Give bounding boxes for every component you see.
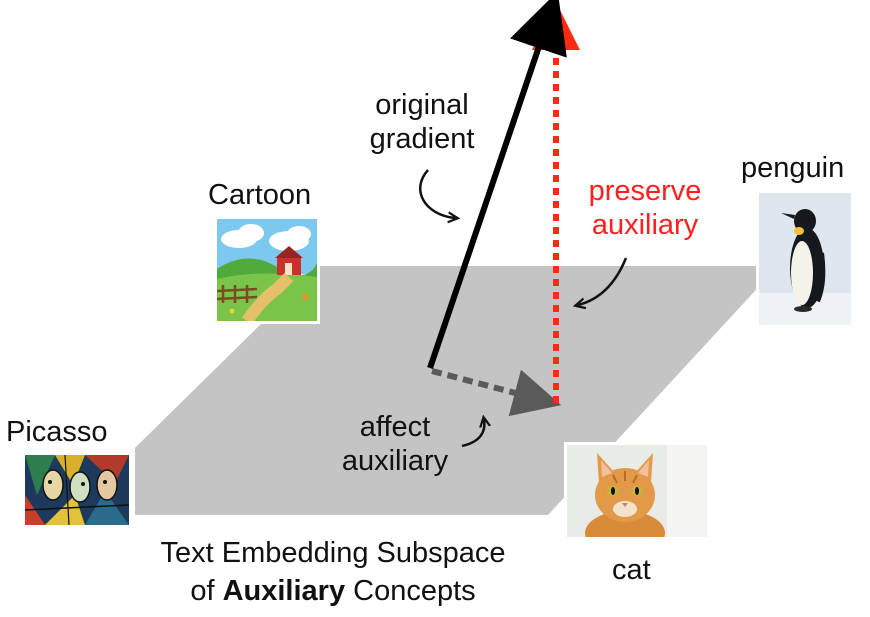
cartoon-label: Cartoon xyxy=(208,179,312,211)
original-gradient-label: original gradient xyxy=(352,88,492,156)
penguin-photo xyxy=(759,193,851,325)
preserve-line2: auxiliary xyxy=(591,209,699,241)
affect-line1: affect xyxy=(359,411,431,443)
picasso-label: Picasso xyxy=(6,416,108,448)
preserve-line1: preserve xyxy=(588,175,702,207)
original-gradient-arrow xyxy=(427,0,567,369)
original-gradient-line1: original xyxy=(375,89,469,121)
subspace-plane xyxy=(135,266,778,515)
affect-arrow xyxy=(431,368,562,417)
picasso-image xyxy=(22,452,132,528)
cartoon-illustration xyxy=(217,219,317,321)
original-gradient-line2: gradient xyxy=(369,123,475,155)
preserve-pointer xyxy=(578,257,628,305)
caption-line1: Text Embedding Subspace xyxy=(160,537,506,569)
caption-prefix: of xyxy=(190,575,223,607)
affect-pointer xyxy=(461,420,484,448)
affect-auxiliary-label: affect auxiliary xyxy=(325,410,465,478)
subspace-plane-left xyxy=(135,266,320,515)
caption-bold: Auxiliary xyxy=(222,575,346,607)
penguin-image xyxy=(756,190,854,328)
picasso-painting xyxy=(25,455,129,525)
caption-line2: of Auxiliary Concepts xyxy=(118,572,548,610)
preserve-auxiliary-label: preserve auxiliary xyxy=(570,174,720,242)
original-gradient-pointer xyxy=(418,169,455,218)
cat-photo xyxy=(567,445,707,537)
cartoon-image xyxy=(214,216,320,324)
penguin-label: penguin xyxy=(741,152,845,184)
cat-image xyxy=(564,442,710,540)
subspace-caption: Text Embedding Subspace of Auxiliary Con… xyxy=(118,534,548,610)
caption-suffix: Concepts xyxy=(345,575,476,607)
cat-label: cat xyxy=(612,554,651,586)
affect-line2: auxiliary xyxy=(341,445,449,477)
